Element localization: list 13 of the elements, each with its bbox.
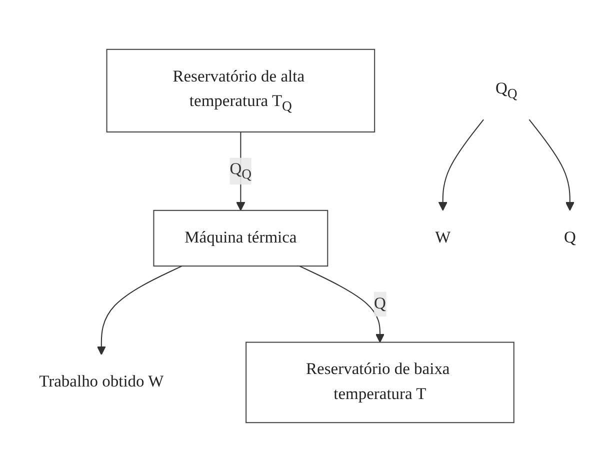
node-text: Q [564, 228, 576, 246]
edge-label: Q [374, 294, 386, 312]
arrow [528, 119, 574, 211]
node-box: Máquina térmica [153, 210, 328, 267]
edge-label: Q$_{Q}$ [230, 160, 252, 182]
node-box: Reservatório de alta temperatura T$_{Q}$ [106, 48, 376, 132]
node-text: Q$_{Q}$ [495, 80, 518, 102]
node-box: Reservatório de baixa temperatura T [246, 342, 514, 424]
arrow [96, 266, 182, 356]
node-text: Trabalho obtido W [39, 373, 164, 391]
arrow [438, 119, 484, 211]
node-text: W [435, 228, 451, 246]
arrow [299, 266, 384, 343]
